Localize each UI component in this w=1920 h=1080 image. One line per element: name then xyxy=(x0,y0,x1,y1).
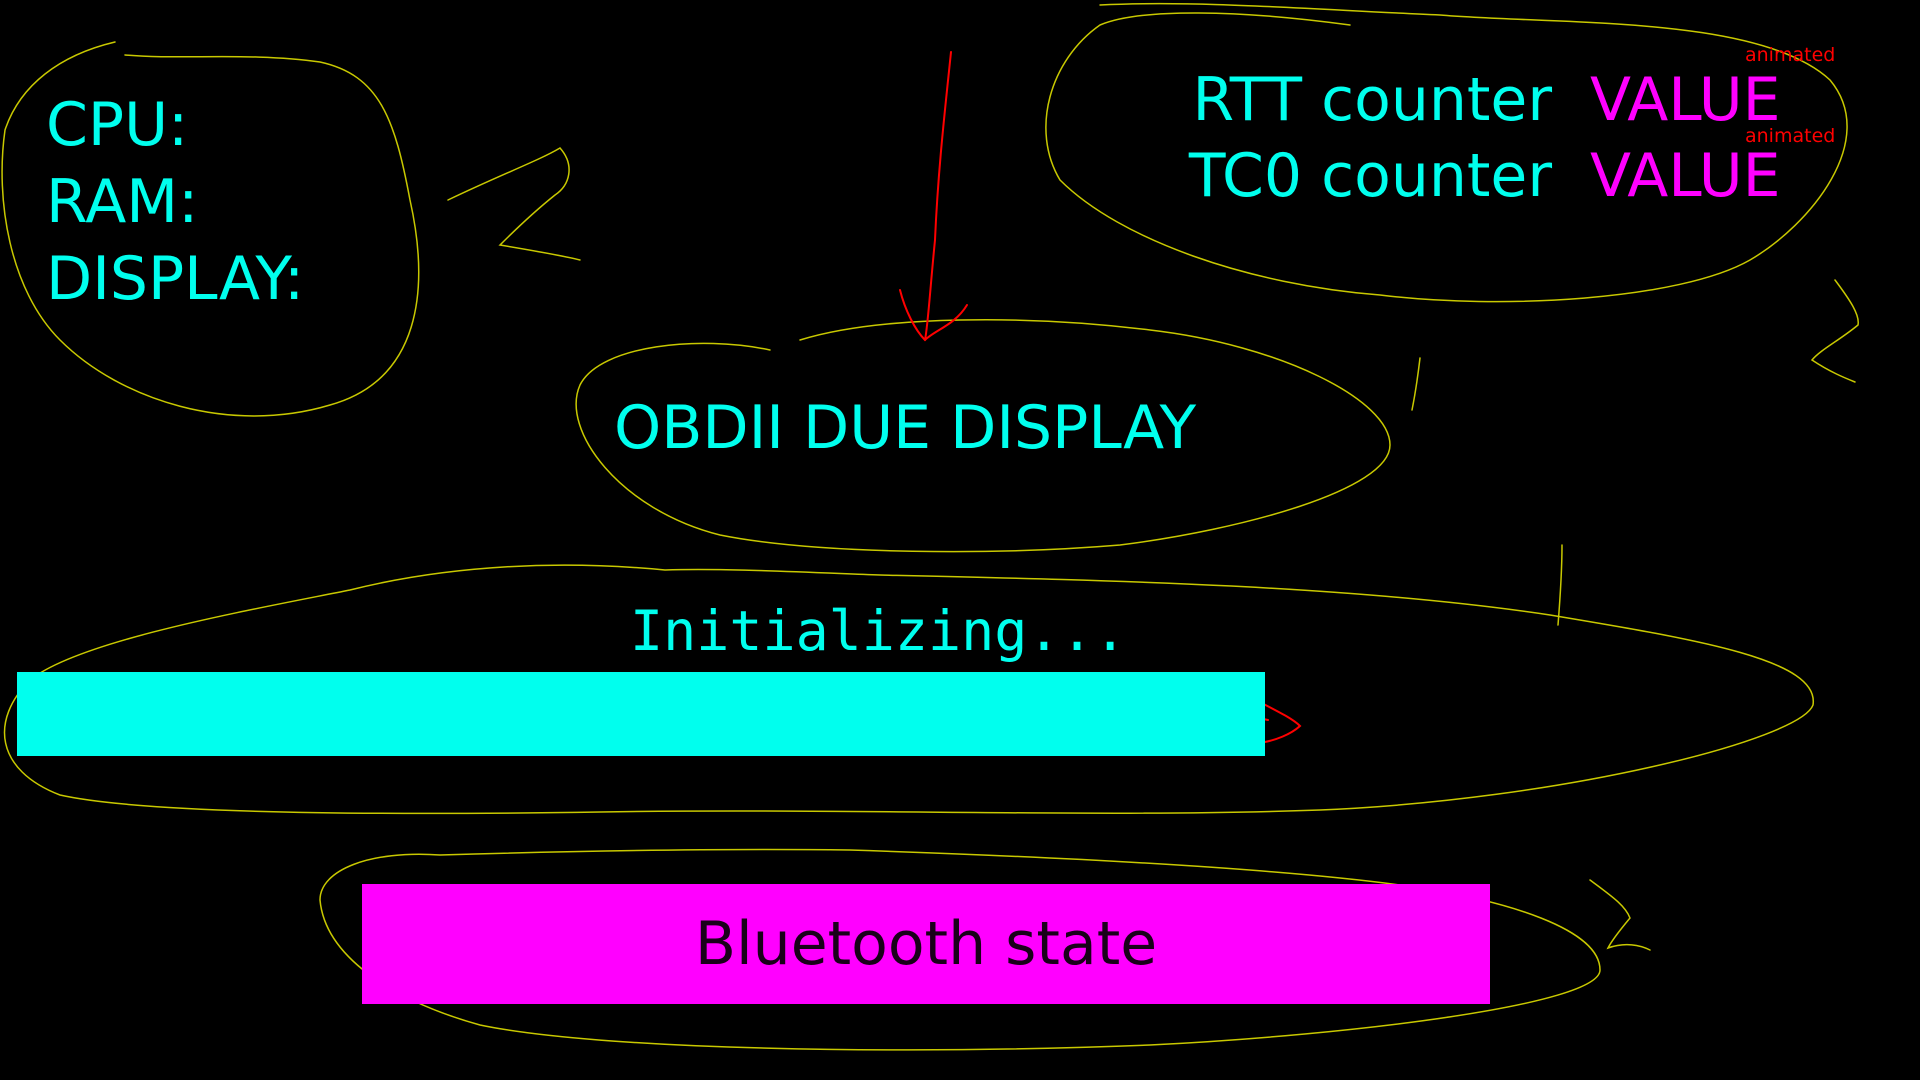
tc0-animated-note: animated xyxy=(1745,125,1836,147)
rtt-counter-label: RTT counter xyxy=(1192,65,1552,135)
display-label: DISPLAY: xyxy=(46,244,305,314)
stray-stroke xyxy=(1557,544,1563,626)
stray-stroke xyxy=(447,147,581,261)
stray-stroke xyxy=(1589,879,1651,951)
progress-bar xyxy=(17,672,1265,756)
arrow-down xyxy=(924,51,952,341)
rtt-counter-value: VALUE xyxy=(1590,65,1781,135)
bluetooth-state-label: Bluetooth state xyxy=(694,909,1158,979)
stray-stroke xyxy=(1411,357,1421,411)
tc0-counter-label: TC0 counter xyxy=(1188,141,1552,211)
ram-label: RAM: xyxy=(46,167,199,237)
rtt-animated-note: animated xyxy=(1745,44,1836,66)
cpu-label: CPU: xyxy=(46,90,189,160)
tc0-counter-value: VALUE xyxy=(1590,141,1781,211)
bluetooth-state-bar: Bluetooth state xyxy=(362,884,1490,1004)
stray-stroke xyxy=(1810,279,1859,383)
arrow-down-head xyxy=(899,289,968,342)
status-text: Initializing... xyxy=(630,599,1127,663)
page-title: OBDII DUE DISPLAY xyxy=(614,393,1197,463)
